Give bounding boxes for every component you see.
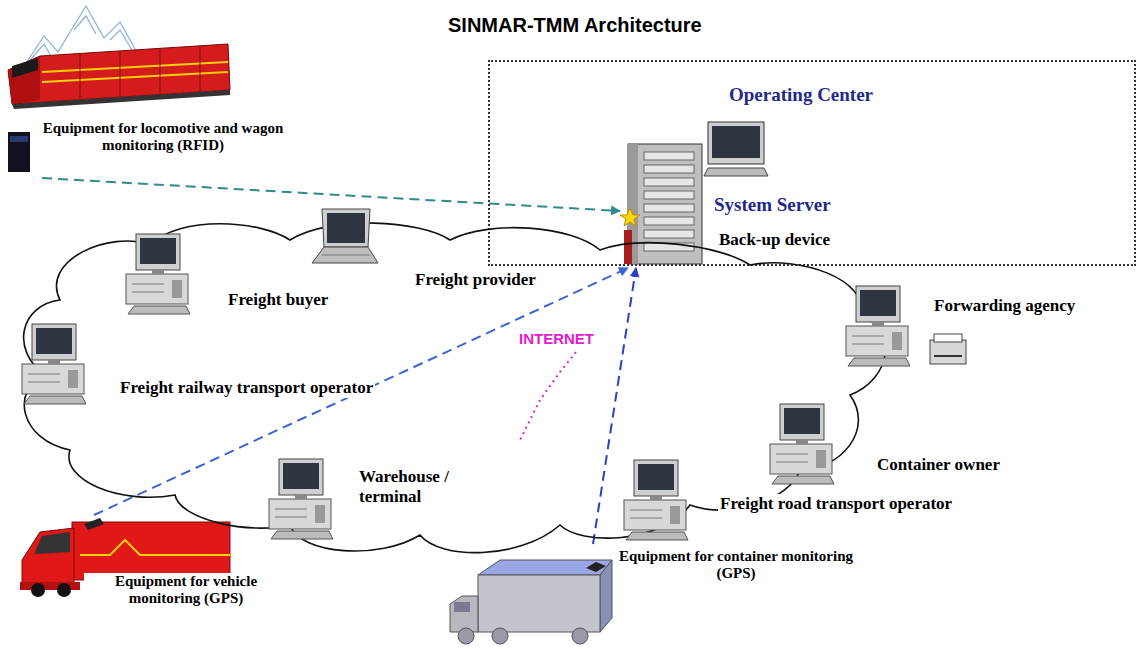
rfid-device: [8, 132, 30, 172]
forwarding-agency: Forwarding agency: [842, 276, 1139, 376]
equipment-label: Equipment for vehicle monitoring (GPS): [84, 573, 288, 608]
container-truck: [450, 560, 612, 644]
pc-icon: [20, 324, 170, 474]
actor-label: Warehouse / terminal: [357, 467, 466, 506]
system-server: System ServerBack-up device: [620, 118, 898, 268]
container-owner: Container owner: [766, 402, 1016, 482]
leader-line: [520, 352, 576, 440]
dashed-arrow: [94, 268, 628, 515]
vehicle-gps-equipment: Equipment for vehicle monitoring (GPS): [14, 515, 292, 615]
equipment-label: Equipment for locomotive and wagon monit…: [36, 120, 290, 155]
road-operator: Freight road transport operator: [620, 458, 1070, 536]
locomotive: [8, 44, 230, 109]
equipment-label: Equipment for container monitoring (GPS): [614, 548, 858, 583]
actor-label: Freight road transport operator: [718, 494, 954, 514]
operating-center: Operating CenterSystem ServerBack-up dev…: [488, 60, 1136, 266]
dashed-arrow: [42, 178, 620, 211]
diagram-title: SINMAR-TMM Architecture: [448, 14, 702, 37]
region-title: Operating Center: [727, 84, 875, 106]
pc-icon: [768, 404, 918, 554]
actor-label: Freight railway transport operator: [118, 378, 375, 398]
backup-label: Back-up device: [717, 230, 832, 250]
actor-label: Forwarding agency: [932, 296, 1077, 316]
actor-label: Freight provider: [413, 270, 538, 290]
actor-label: Container owner: [875, 455, 1002, 475]
warehouse-terminal: Warehouse / terminal: [265, 457, 470, 541]
internet-cloud: INTERNETFreight buyerFreight providerFor…: [14, 205, 894, 575]
container-gps-equipment: Equipment for container monitoring (GPS): [446, 544, 866, 647]
actor-label: Freight buyer: [226, 290, 330, 310]
railway-operator: Freight railway transport operator: [18, 322, 498, 404]
pc-icon: [622, 460, 772, 610]
server-label: System Server: [712, 194, 833, 216]
freight-provider: Freight provider: [306, 205, 591, 295]
rfid-equipment: Equipment for locomotive and wagon monit…: [6, 118, 306, 178]
network-label: INTERNET: [517, 330, 596, 347]
